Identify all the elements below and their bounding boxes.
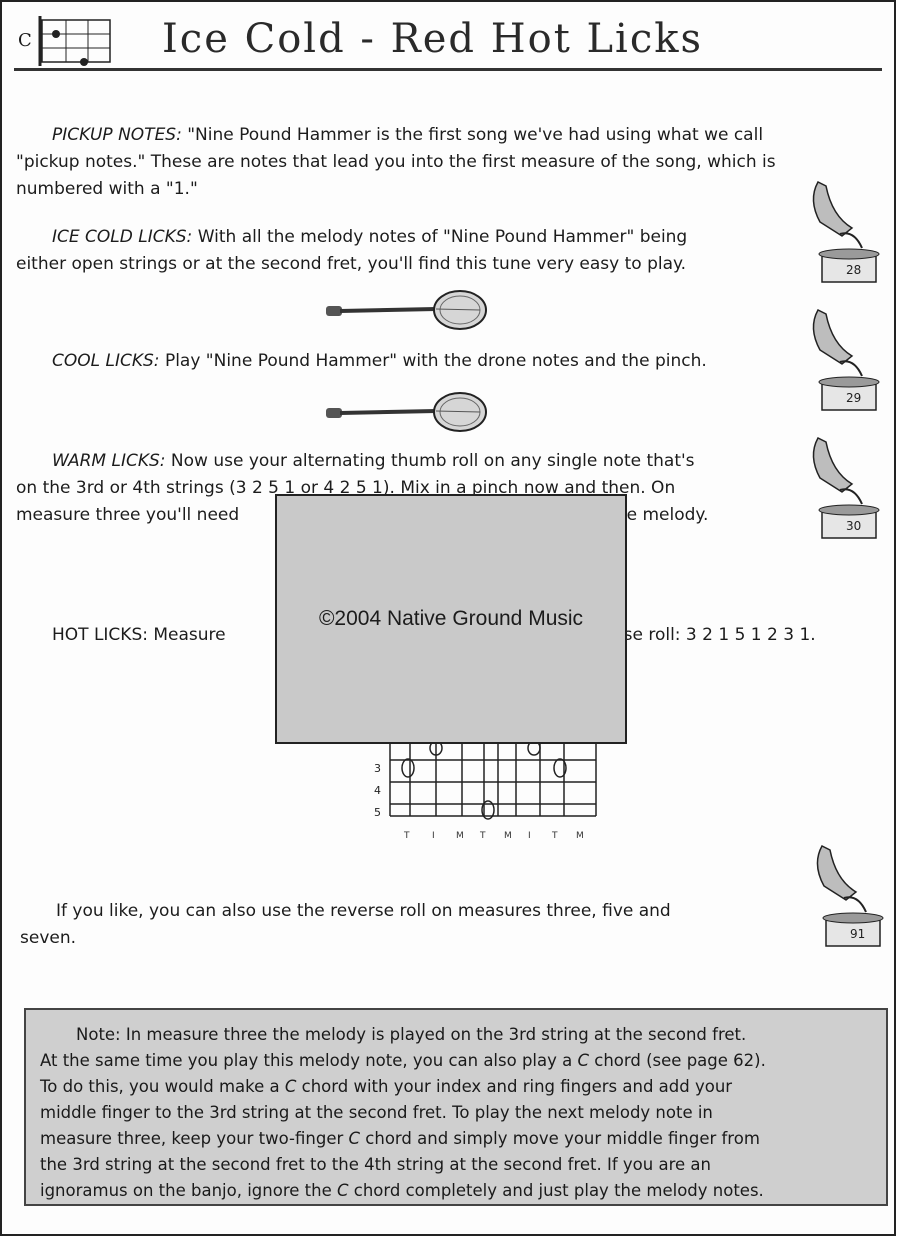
ice-cold-line-2: either open strings or at the second fre… <box>16 254 687 274</box>
reverse-roll-paragraph: If you like, you can also use the revers… <box>20 898 800 952</box>
phonograph-icon: 29 <box>812 309 880 411</box>
note-line-5a: measure three, keep your two-finger <box>40 1129 349 1148</box>
track-number: 30 <box>846 519 861 533</box>
note-line-7a: ignoramus on the banjo, ignore the <box>40 1181 337 1200</box>
reverse-line-2: seven. <box>20 928 77 948</box>
pickup-line-2: "pickup notes." These are notes that lea… <box>16 152 776 172</box>
note-line-3a: To do this, you would make a <box>40 1077 285 1096</box>
copyright-overlay: ©2004 Native Ground Music <box>275 494 627 744</box>
phonograph-icon: 91 <box>816 845 884 947</box>
finger-label: T <box>403 831 410 841</box>
note-line-1: Note: In measure three the melody is pla… <box>76 1025 747 1044</box>
warm-line-2: on the 3rd or 4th strings (3 2 5 1 or 4 … <box>16 478 676 498</box>
warm-line-1: Now use your alternating thumb roll on a… <box>170 451 695 471</box>
phonograph-icon: 30 <box>812 437 880 539</box>
finger-label: I <box>432 831 435 841</box>
banjo-icon <box>326 290 487 330</box>
pickup-line-3: numbered with a "1." <box>16 179 198 199</box>
note-line-2b: C <box>577 1051 590 1070</box>
cool-line-1: Play "Nine Pound Hammer" with the drone … <box>164 351 707 371</box>
tablature-diagram: 3 4 5 T I M T <box>374 744 597 841</box>
ice-cold-paragraph: ICE COLD LICKS: With all the melody note… <box>16 224 796 278</box>
note-line-2c: chord (see page 62). <box>589 1051 766 1070</box>
warm-line-3b: the melody. <box>609 505 709 525</box>
warm-line-3a: measure three you'll need <box>16 505 240 525</box>
finger-label: I <box>528 831 531 841</box>
cool-licks-paragraph: COOL LICKS: Play "Nine Pound Hammer" wit… <box>16 348 796 375</box>
note-line-3b: C <box>284 1077 297 1096</box>
note-line-7b: C <box>336 1181 349 1200</box>
finger-label: M <box>576 831 584 841</box>
note-line-3c: chord with your index and ring fingers a… <box>296 1077 733 1096</box>
page-header: C Ice Cold - Red Hot Licks <box>14 10 882 72</box>
note-line-5b: C <box>348 1129 361 1148</box>
ice-cold-line-1: With all the melody notes of "Nine Pound… <box>197 227 688 247</box>
pickup-notes-paragraph: PICKUP NOTES: "Nine Pound Hammer is the … <box>16 122 882 203</box>
ice-cold-lead: ICE COLD LICKS: <box>52 227 193 247</box>
note-line-4: middle finger to the 3rd string at the s… <box>40 1103 713 1122</box>
finger-label: T <box>479 831 486 841</box>
hot-licks-tail: everse roll: 3 2 1 5 1 2 3 1. <box>585 625 816 645</box>
fret-label: 3 <box>374 762 381 775</box>
warm-licks-paragraph: WARM LICKS: Now use your alternating thu… <box>16 448 796 529</box>
phonograph-icon: 28 <box>812 181 880 283</box>
pickup-line-1: "Nine Pound Hammer is the first song we'… <box>187 125 764 145</box>
cool-licks-lead: COOL LICKS: <box>52 351 160 371</box>
note-line-5c: chord and simply move your middle finger… <box>360 1129 760 1148</box>
header-rule <box>14 68 882 71</box>
track-number: 91 <box>850 927 865 941</box>
finger-label: M <box>456 831 464 841</box>
hot-licks-lead: HOT LICKS: Measure <box>52 625 226 645</box>
track-number: 29 <box>846 391 861 405</box>
banjo-icon <box>326 392 487 432</box>
copyright-text: ©2004 Native Ground Music <box>318 607 584 630</box>
note-line-6: the 3rd string at the second fret to the… <box>40 1155 711 1174</box>
finger-label: M <box>504 831 512 841</box>
pickup-notes-lead: PICKUP NOTES: <box>52 125 182 145</box>
note-box: Note: In measure three the melody is pla… <box>24 1008 888 1206</box>
fret-label: 4 <box>374 784 381 797</box>
reverse-line-1: If you like, you can also use the revers… <box>56 901 671 921</box>
note-line-7c: chord completely and just play the melod… <box>348 1181 764 1200</box>
fret-label: 5 <box>374 806 381 819</box>
chord-diagram-icon <box>38 16 111 66</box>
finger-label: T <box>551 831 558 841</box>
track-number: 28 <box>846 263 861 277</box>
note-line-2a: At the same time you play this melody no… <box>40 1051 578 1070</box>
hot-licks-paragraph: HOT LICKS: Measure everse roll: 3 2 1 5 1… <box>16 622 896 649</box>
chord-letter: C <box>18 30 32 51</box>
warm-licks-lead: WARM LICKS: <box>52 451 166 471</box>
page-title: Ice Cold - Red Hot Licks <box>162 16 704 62</box>
